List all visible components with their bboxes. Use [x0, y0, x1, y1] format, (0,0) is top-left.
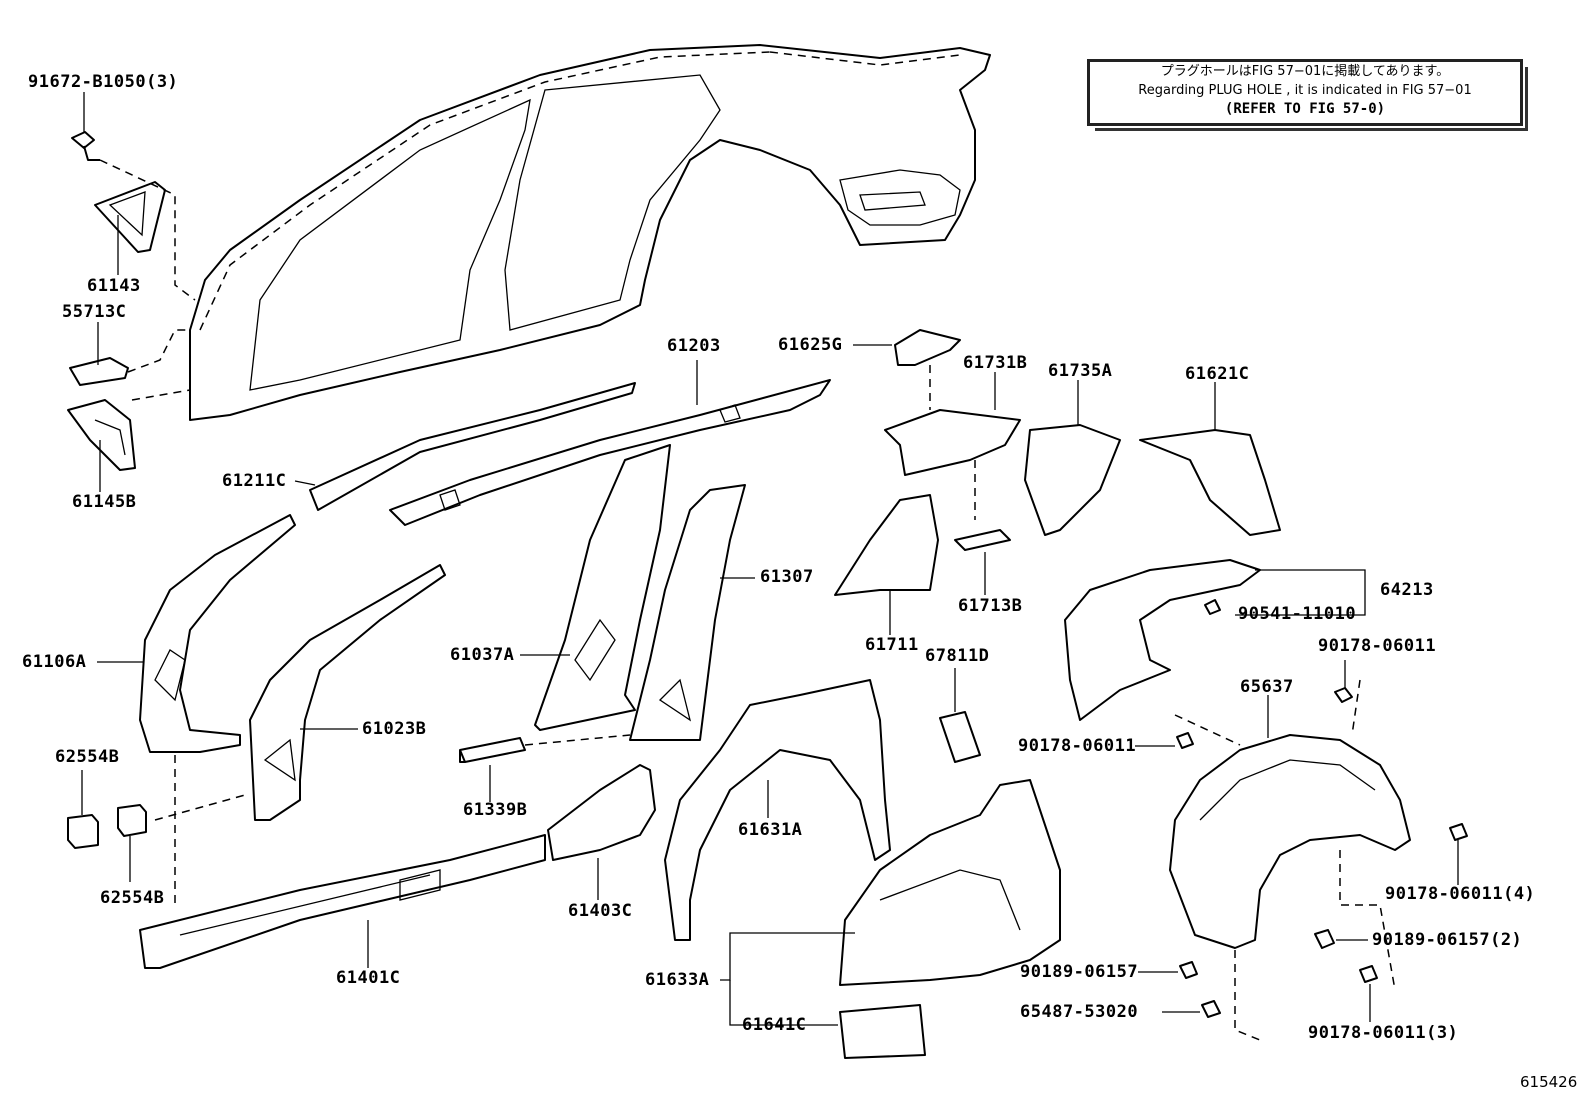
- clip-90178-a: [1334, 660, 1353, 703]
- front-pillar-inner-61023B: [154, 564, 446, 821]
- label-90541-11010: 90541-11010: [1238, 604, 1357, 624]
- filler-61339B: [459, 737, 526, 802]
- label-61339B: 61339B: [463, 800, 528, 820]
- clip-90178-b: [1135, 732, 1194, 749]
- label-61713B: 61713B: [958, 596, 1023, 616]
- label-61621C: 61621C: [1185, 364, 1250, 384]
- label-65487-53020: 65487-53020: [1020, 1002, 1139, 1022]
- insulators-62554B: [67, 770, 147, 882]
- label-67811D: 67811D: [925, 646, 990, 666]
- label-61211C: 61211C: [222, 471, 287, 491]
- roof-rail-61211C: [294, 382, 636, 511]
- panel-61735A: [1024, 380, 1121, 536]
- label-90189-06157-2: 90189-06157(2): [1372, 930, 1523, 950]
- label-90189-06157: 90189-06157: [1020, 962, 1139, 982]
- body-side-outer-panel: [189, 44, 991, 421]
- rocker-panel-61401C: [139, 834, 546, 969]
- label-61145B: 61145B: [72, 492, 137, 512]
- label-61023B: 61023B: [362, 719, 427, 739]
- label-61711: 61711: [865, 635, 919, 655]
- label-61735A: 61735A: [1048, 361, 1113, 381]
- label-61037A: 61037A: [450, 645, 515, 665]
- clip-90178-d: [1359, 965, 1378, 1022]
- note-box: プラグホールはFIG 57−01に掲載してあります。 Regarding PLU…: [1087, 59, 1528, 131]
- label-61401C: 61401C: [336, 968, 401, 988]
- screw-65487: [1162, 1000, 1221, 1018]
- label-61203: 61203: [667, 336, 721, 356]
- quarter-wheelhouse-inner-61633A: [720, 779, 1061, 986]
- bracket-61711: [834, 494, 939, 635]
- label-62554B-bottom: 62554B: [100, 888, 165, 908]
- label-64213: 64213: [1380, 580, 1434, 600]
- figure-number: 615426: [1520, 1073, 1578, 1091]
- liner-65637: [1169, 679, 1411, 1041]
- label-90178-06011-a: 90178-06011: [1318, 636, 1437, 656]
- label-90178-06011-b: 90178-06011: [1018, 736, 1137, 756]
- rocker-inner-61403C: [547, 764, 656, 900]
- label-61631A: 61631A: [738, 820, 803, 840]
- label-61307: 61307: [760, 567, 814, 587]
- label-61143: 61143: [87, 276, 141, 296]
- panel-61731B: [884, 372, 1021, 520]
- clip-90178-c: [1449, 823, 1468, 885]
- label-61625G: 61625G: [778, 335, 843, 355]
- center-pillar-61037A: [520, 444, 671, 731]
- note-reference: (REFER TO FIG 57-0): [1224, 101, 1386, 117]
- screw-90189-a: [1314, 929, 1368, 949]
- bracket-61143-group: [67, 92, 196, 492]
- note-line-english: Regarding PLUG HOLE , it is indicated in…: [1138, 83, 1472, 98]
- extension-61641C: [729, 980, 926, 1059]
- label-61641C: 61641C: [742, 1015, 807, 1035]
- label-90178-06011-3: 90178-06011(3): [1308, 1023, 1459, 1043]
- panel-64213: [1064, 559, 1366, 721]
- label-90178-06011-4: 90178-06011(4): [1385, 884, 1536, 904]
- quarter-wheelhouse-outer-61631A: [664, 679, 891, 941]
- pad-67811D: [939, 668, 981, 763]
- front-pillar-61106A: [97, 514, 296, 905]
- screw-90189-b: [1138, 961, 1198, 979]
- label-55713C: 55713C: [62, 302, 127, 322]
- brace-61625G: [853, 329, 961, 410]
- panel-61621C: [1139, 382, 1281, 536]
- center-pillar-inner-61307: [524, 484, 755, 746]
- label-91672-B1050: 91672-B1050(3): [28, 72, 179, 92]
- label-61731B: 61731B: [963, 353, 1028, 373]
- label-62554B-top: 62554B: [55, 747, 120, 767]
- label-61106A: 61106A: [22, 652, 87, 672]
- label-61403C: 61403C: [568, 901, 633, 921]
- label-65637: 65637: [1240, 677, 1294, 697]
- label-61633A: 61633A: [645, 970, 710, 990]
- roof-side-inner-61203: [389, 360, 831, 526]
- bracket-61713B: [954, 529, 1011, 595]
- note-line-japanese: プラグホールはFIG 57−01に掲載してあります。: [1160, 64, 1450, 79]
